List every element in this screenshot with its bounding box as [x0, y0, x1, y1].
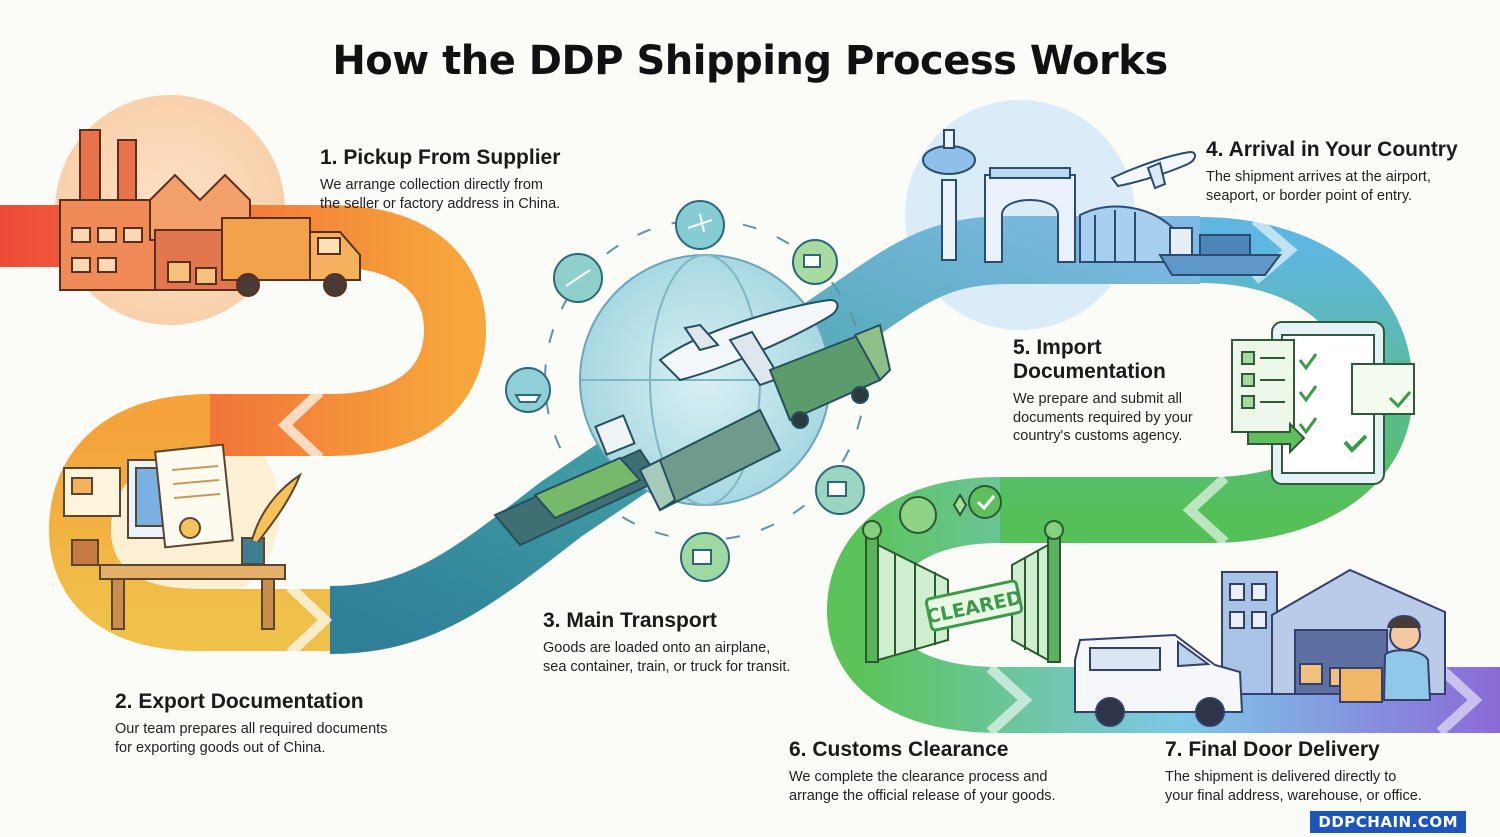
document-desk-icon [63, 443, 303, 630]
factory-icon [59, 129, 251, 291]
cargo-ship-icon [493, 414, 662, 547]
checklist-tablet-icon [1231, 321, 1415, 485]
step-1-line-2: the seller or factory address in China. [320, 195, 561, 212]
step-6-line-1: We complete the clearance process and [789, 769, 1048, 786]
step-7-heading: 7. Final Door Delivery [1165, 738, 1380, 761]
transport-hub [493, 200, 892, 582]
step-2-line-2: for exporting goods out of China. [115, 739, 326, 756]
step-5-heading-line-2: Documentation [1013, 360, 1166, 384]
step-3-description: Goods are loaded onto an airplane,sea co… [543, 639, 843, 676]
step-3-heading: 3. Main Transport [543, 609, 717, 632]
step-4-line-2: seaport, or border point of entry. [1206, 187, 1413, 204]
step-4-heading: 4. Arrival in Your Country [1206, 138, 1458, 161]
step-2-line-1: Our team prepares all required documents [115, 721, 388, 738]
step-5-line-1: We prepare and submit all [1013, 391, 1182, 408]
delivery-van-icon [1074, 633, 1244, 727]
step-1-line-1: We arrange collection directly from [320, 177, 543, 194]
step-5-heading-line-1: 5. Import [1013, 336, 1102, 359]
step-7-delivery: 7. Final Door Delivery The shipment is d… [1165, 738, 1465, 805]
step-7-line-1: The shipment is delivered directly to [1165, 769, 1397, 786]
train-icon [638, 408, 782, 512]
step-3-transport: 3. Main Transport Goods are loaded onto … [543, 609, 843, 676]
step-2-heading: 2. Export Documentation [115, 690, 364, 713]
step-2-export: 2. Export Documentation Our team prepare… [115, 690, 445, 757]
truck-icon [221, 217, 361, 297]
step-3-line-1: Goods are loaded onto an airplane, [543, 640, 771, 657]
arrival-ship-icon [1158, 227, 1282, 276]
step-2-description: Our team prepares all required documents… [115, 720, 445, 757]
step-5-line-3: country's customs agency. [1013, 428, 1183, 445]
step-5-line-2: documents required by your [1013, 409, 1193, 426]
step-1-pickup: 1. Pickup From Supplier We arrange colle… [320, 146, 620, 213]
step-4-arrival: 4. Arrival in Your Country The shipment … [1206, 138, 1486, 205]
brand-logo: DDPCHAIN.COM [1310, 811, 1466, 833]
orbit-ship-icon [505, 367, 551, 413]
airplane-icon [658, 298, 839, 387]
delivery-person-icon [1339, 615, 1432, 703]
customs-gate-icon [862, 485, 1064, 663]
step-4-line-1: The shipment arrives at the airport, [1206, 169, 1431, 186]
step-6-customs: 6. Customs Clearance We complete the cle… [789, 738, 1109, 805]
arrival-plane-icon [1110, 150, 1196, 190]
step-1-heading: 1. Pickup From Supplier [320, 146, 561, 169]
airport-icon [922, 129, 1176, 263]
step-4-description: The shipment arrives at the airport,seap… [1206, 168, 1486, 205]
page-title: How the DDP Shipping Process Works [332, 38, 1168, 84]
step-7-line-2: your final address, warehouse, or office… [1165, 787, 1422, 804]
step-6-heading: 6. Customs Clearance [789, 738, 1009, 761]
container-truck-icon [768, 323, 892, 429]
step-3-line-2: sea container, train, or truck for trans… [543, 658, 791, 675]
step-6-line-2: arrange the official release of your goo… [789, 787, 1056, 804]
